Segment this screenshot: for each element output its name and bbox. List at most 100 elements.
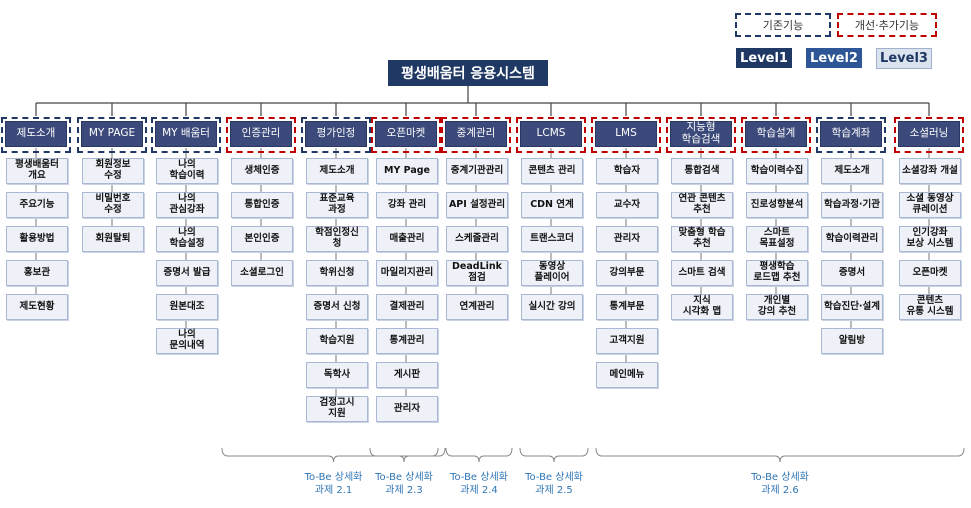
leaf-item: 중계기관관리 (446, 158, 508, 184)
leaf-item: 고객지원 (596, 328, 658, 354)
column-header: LCMS (520, 121, 582, 147)
task-label: To-Be 상세화 과제 2.5 (525, 472, 583, 496)
leaf-item: 소셜강좌 개설 (899, 158, 961, 184)
task-bracket (519, 447, 589, 463)
leaf-item: 본인인증 (231, 226, 293, 252)
leaf-item: 소셜로그인 (231, 260, 293, 286)
leaf-item: 평생학습 로드맵 추천 (746, 260, 808, 286)
leaf-item: 주요기능 (6, 192, 68, 218)
root-node: 평생배움터 응용시스템 (388, 60, 548, 86)
leaf-item: 트랜스코더 (521, 226, 583, 252)
leaf-item: 표준교육 과정 (306, 192, 368, 218)
legend-level2-badge: Level2 (806, 48, 862, 68)
leaf-item: 알림방 (821, 328, 883, 354)
task-bracket (369, 447, 439, 463)
leaf-item: 게시판 (376, 362, 438, 388)
leaf-item: 증명서 발급 (156, 260, 218, 286)
column-group-frame (591, 117, 661, 153)
leaf-item: 제도소개 (306, 158, 368, 184)
leaf-item: 결제관리 (376, 294, 438, 320)
column-header: MY PAGE (81, 121, 143, 147)
column-group-frame (226, 117, 296, 153)
leaf-item: 스마트 목표설정 (746, 226, 808, 252)
task-label: To-Be 상세화 과제 2.4 (450, 472, 508, 496)
leaf-item: 관리자 (376, 396, 438, 422)
leaf-item: 학습과정·기관 (821, 192, 883, 218)
leaf-item: 콘텐츠 유통 시스템 (899, 294, 961, 320)
leaf-item: 스케줄관리 (446, 226, 508, 252)
leaf-item: 학습지원 (306, 328, 368, 354)
leaf-item: 연관 콘텐츠 추천 (671, 192, 733, 218)
leaf-item: 소셜 동영상 큐레이션 (899, 192, 961, 218)
leaf-item: 강의부문 (596, 260, 658, 286)
leaf-item: 활용방법 (6, 226, 68, 252)
leaf-item: 회원정보 수정 (82, 158, 144, 184)
legend-improved: 개선·추가기능 (837, 13, 937, 37)
leaf-item: 학점인정신 청 (306, 226, 368, 252)
leaf-item: 학습진단·설계 (821, 294, 883, 320)
leaf-item: 강좌 관리 (376, 192, 438, 218)
leaf-item: API 설정관리 (446, 192, 508, 218)
task-label: To-Be 상세화 과제 2.6 (751, 472, 809, 496)
legend-level1-badge: Level1 (736, 48, 792, 68)
leaf-item: 제도현황 (6, 294, 68, 320)
column-header: 인증관리 (230, 121, 292, 147)
column-header: 소셜러닝 (898, 121, 960, 147)
leaf-item: 나의 학습설정 (156, 226, 218, 252)
column-header: LMS (595, 121, 657, 147)
leaf-item: 원본대조 (156, 294, 218, 320)
leaf-item: 검정고시 지원 (306, 396, 368, 422)
leaf-item: 증명서 신청 (306, 294, 368, 320)
column-group-frame (516, 117, 586, 153)
leaf-item: 동영상 플레이어 (521, 260, 583, 286)
legend-existing: 기존기능 (735, 13, 831, 37)
leaf-item: 오픈마켓 (899, 260, 961, 286)
leaf-item: 학습이력관리 (821, 226, 883, 252)
leaf-item: 나의 문의내역 (156, 328, 218, 354)
legend-level3-badge: Level3 (876, 48, 932, 69)
leaf-item: 학습자 (596, 158, 658, 184)
task-bracket (221, 447, 446, 463)
column-group-frame (77, 117, 147, 153)
leaf-item: 생체인증 (231, 158, 293, 184)
leaf-item: 증명서 (821, 260, 883, 286)
legend-existing-label: 기존기능 (762, 19, 804, 32)
leaf-item: 진로성향분석 (746, 192, 808, 218)
leaf-item: 연계관리 (446, 294, 508, 320)
leaf-item: 통계관리 (376, 328, 438, 354)
leaf-item: 인기강좌 보상 시스템 (899, 226, 961, 252)
task-bracket (445, 447, 513, 463)
leaf-item: 나의 학습이력 (156, 158, 218, 184)
task-bracket (595, 447, 965, 463)
column-group-frame (741, 117, 811, 153)
leaf-item: 통합검색 (671, 158, 733, 184)
leaf-item: 실시간 강의 (521, 294, 583, 320)
leaf-item: 마일리지관리 (376, 260, 438, 286)
leaf-item: 독학사 (306, 362, 368, 388)
column-group-frame (816, 117, 886, 153)
leaf-item: 관리자 (596, 226, 658, 252)
leaf-item: 메인메뉴 (596, 362, 658, 388)
leaf-item: 회원탈퇴 (82, 226, 144, 252)
leaf-item: 통합인증 (231, 192, 293, 218)
column-header: 제도소개 (5, 121, 67, 147)
column-group-frame (894, 117, 964, 153)
leaf-item: CDN 연계 (521, 192, 583, 218)
leaf-item: 스마트 검색 (671, 260, 733, 286)
leaf-item: 학습이력수집 (746, 158, 808, 184)
column-header: 학습설계 (745, 121, 807, 147)
column-group-frame (1, 117, 71, 153)
leaf-item: 콘텐츠 관리 (521, 158, 583, 184)
leaf-item: 비밀번호 수정 (82, 192, 144, 218)
column-header: 평가인정 (305, 121, 367, 147)
leaf-item: 통계부문 (596, 294, 658, 320)
leaf-item: 나의 관심강좌 (156, 192, 218, 218)
leaf-item: 맞춤형 학습 추천 (671, 226, 733, 252)
column-group-frame (441, 117, 511, 153)
column-header: 학습계좌 (820, 121, 882, 147)
leaf-item: 지식 시각화 맵 (671, 294, 733, 320)
column-group-frame (151, 117, 221, 153)
leaf-item: 개인별 강의 추천 (746, 294, 808, 320)
leaf-item: 교수자 (596, 192, 658, 218)
leaf-item: 매출관리 (376, 226, 438, 252)
